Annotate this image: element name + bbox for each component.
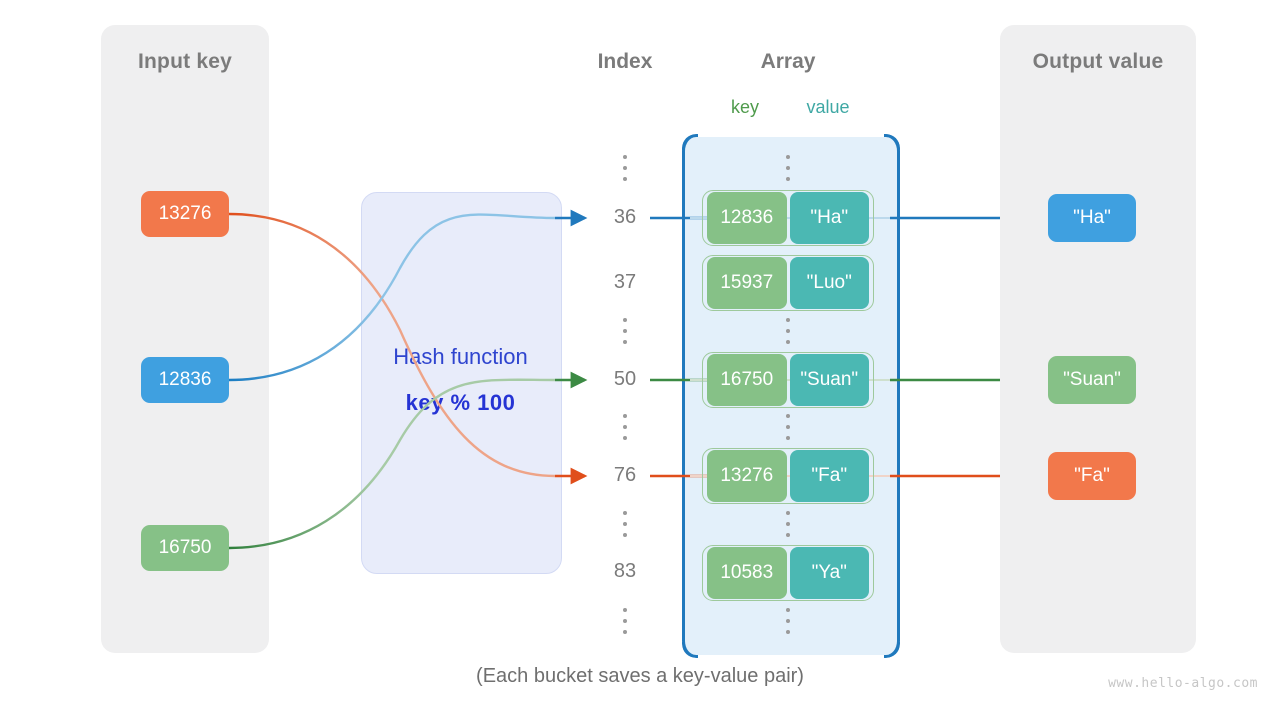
wire-input-13276	[228, 212, 556, 478]
hash-function-formula: key % 100	[405, 390, 516, 415]
array-column-header: Array	[760, 50, 816, 73]
bucket-50-key: 16750	[707, 354, 787, 406]
bucket-37[interactable]: 15937 "Luo"	[702, 255, 874, 311]
bucket-36-value: "Ha"	[789, 192, 869, 244]
watermark: www.hello-algo.com	[1108, 676, 1258, 691]
bucket-83-key: 10583	[707, 547, 787, 599]
index-label-50: 50	[613, 368, 637, 390]
output-value-panel-title: Output value	[1032, 50, 1164, 73]
index-ellipsis-2	[615, 414, 635, 440]
bucket-50-value: "Suan"	[789, 354, 869, 406]
index-ellipsis-3	[615, 511, 635, 537]
wire-input-12836	[228, 213, 556, 382]
input-key-chip-1-label: 12836	[158, 369, 212, 390]
input-key-chip-2[interactable]: 16750	[141, 525, 229, 571]
array-ellipsis-2	[778, 414, 798, 440]
index-column-header: Index	[597, 50, 653, 73]
input-key-chip-0[interactable]: 13276	[141, 191, 229, 237]
output-value-chip-2[interactable]: "Fa"	[1048, 452, 1136, 500]
output-value-chip-0-label: "Ha"	[1073, 207, 1111, 228]
output-value-panel	[1000, 25, 1196, 653]
index-label-83: 83	[613, 560, 637, 582]
bucket-76-key: 13276	[707, 450, 787, 502]
output-value-chip-1-label: "Suan"	[1063, 369, 1121, 390]
output-value-chip-0[interactable]: "Ha"	[1048, 194, 1136, 242]
index-label-37: 37	[613, 271, 637, 293]
bucket-83[interactable]: 10583 "Ya"	[702, 545, 874, 601]
bucket-37-value: "Luo"	[789, 257, 869, 309]
wire-input-16750	[228, 378, 556, 550]
bucket-37-key: 15937	[707, 257, 787, 309]
key-subheader: key	[730, 97, 759, 117]
bucket-76[interactable]: 13276 "Fa"	[702, 448, 874, 504]
bucket-83-value: "Ya"	[789, 547, 869, 599]
index-label-36: 36	[613, 206, 637, 228]
bucket-76-value: "Fa"	[789, 450, 869, 502]
input-key-panel-title: Input key	[138, 50, 232, 73]
input-key-chip-2-label: 16750	[158, 537, 212, 558]
output-value-chip-2-label: "Fa"	[1074, 465, 1110, 486]
bucket-36-key: 12836	[707, 192, 787, 244]
index-ellipsis-top	[615, 155, 635, 181]
bucket-36[interactable]: 12836 "Ha"	[702, 190, 874, 246]
index-label-76: 76	[613, 464, 637, 486]
value-subheader: value	[806, 97, 850, 117]
bucket-50[interactable]: 16750 "Suan"	[702, 352, 874, 408]
array-ellipsis-3	[778, 511, 798, 537]
array-ellipsis-bottom	[778, 608, 798, 634]
array-ellipsis-top	[778, 155, 798, 181]
input-key-chip-1[interactable]: 12836	[141, 357, 229, 403]
array-ellipsis-1	[778, 318, 798, 344]
output-value-chip-1[interactable]: "Suan"	[1048, 356, 1136, 404]
input-key-chip-0-label: 13276	[158, 203, 212, 224]
index-ellipsis-bottom	[615, 608, 635, 634]
hash-function-box	[361, 192, 562, 574]
index-ellipsis-1	[615, 318, 635, 344]
diagram-caption: (Each bucket saves a key-value pair)	[476, 665, 804, 687]
